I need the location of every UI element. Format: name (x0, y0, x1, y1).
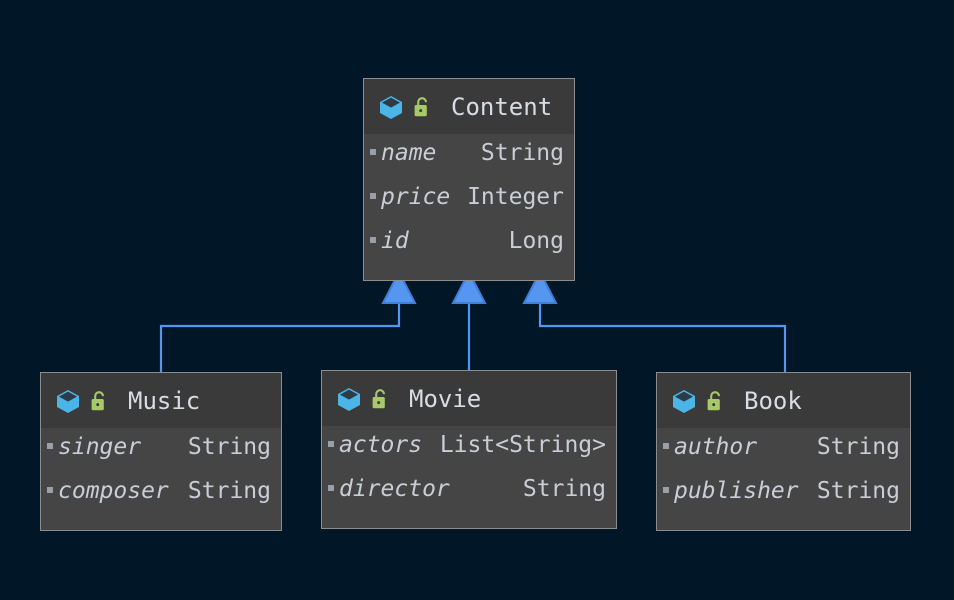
attribute-bullet-icon (370, 237, 376, 243)
attribute-bullet-icon (47, 443, 53, 449)
attribute-name: singer (58, 434, 142, 460)
class-name-movie: Movie (409, 384, 482, 413)
attribute-name: composer (58, 478, 169, 504)
unlocked-padlock-icon (707, 390, 721, 410)
class-header-movie: Movie (322, 371, 616, 426)
class-name-content: Content (451, 92, 553, 121)
attribute-row[interactable]: author String (657, 434, 910, 478)
attribute-row[interactable]: actors List<String> (322, 432, 616, 476)
class-header-music: Music (41, 373, 281, 428)
class-attributes-music: singer String composer String (41, 428, 281, 530)
class-name-music: Music (128, 386, 201, 415)
attribute-name: director (339, 476, 450, 502)
attribute-bullet-icon (663, 487, 669, 493)
edge-music-to-content[interactable] (159, 269, 417, 372)
attribute-type: List<String> (439, 432, 606, 458)
attribute-row[interactable]: id Long (364, 228, 574, 272)
attribute-bullet-icon (47, 487, 53, 493)
class-attributes-movie: actors List<String> director String (322, 426, 616, 528)
class-box-movie[interactable]: Movie actors List<String> director Strin… (321, 370, 617, 529)
unlocked-padlock-icon (91, 390, 105, 410)
attribute-row[interactable]: composer String (41, 478, 281, 522)
attribute-type: String (187, 434, 271, 460)
attribute-name: author (674, 434, 758, 460)
class-box-music[interactable]: Music singer String composer String (40, 372, 282, 531)
attribute-name: actors (339, 432, 423, 458)
attribute-name: name (381, 140, 437, 166)
class-cube-icon (673, 389, 695, 413)
class-cube-icon (380, 95, 402, 119)
attribute-bullet-icon (328, 485, 334, 491)
attribute-type: String (816, 478, 900, 504)
attribute-type: Long (508, 228, 564, 254)
attribute-type: String (816, 434, 900, 460)
attribute-row[interactable]: publisher String (657, 478, 910, 522)
class-box-book[interactable]: Book author String publisher String (656, 372, 911, 531)
attribute-type: String (187, 478, 271, 504)
unlocked-padlock-icon (372, 388, 386, 408)
attribute-row[interactable]: singer String (41, 434, 281, 478)
class-attributes-content: name String price Integer id Long (364, 134, 574, 280)
attribute-bullet-icon (663, 443, 669, 449)
class-attributes-book: author String publisher String (657, 428, 910, 530)
attribute-name: id (381, 228, 409, 254)
edge-movie-to-content[interactable] (451, 269, 487, 370)
class-header-book: Book (657, 373, 910, 428)
attribute-row[interactable]: director String (322, 476, 616, 520)
class-header-content: Content (364, 79, 574, 134)
attribute-bullet-icon (370, 193, 376, 199)
class-box-content[interactable]: Content name String price Integer id Lon… (363, 78, 575, 281)
attribute-bullet-icon (328, 441, 334, 447)
attribute-row[interactable]: name String (364, 140, 574, 184)
attribute-name: price (381, 184, 451, 210)
class-cube-icon (57, 389, 79, 413)
class-cube-icon (338, 387, 360, 411)
attribute-type: String (522, 476, 606, 502)
attribute-type: Integer (467, 184, 564, 210)
class-name-book: Book (744, 386, 802, 415)
attribute-bullet-icon (370, 149, 376, 155)
attribute-row[interactable]: price Integer (364, 184, 574, 228)
attribute-type: String (480, 140, 564, 166)
unlocked-padlock-icon (414, 96, 428, 116)
attribute-name: publisher (674, 478, 799, 504)
edge-book-to-content[interactable] (522, 269, 787, 372)
